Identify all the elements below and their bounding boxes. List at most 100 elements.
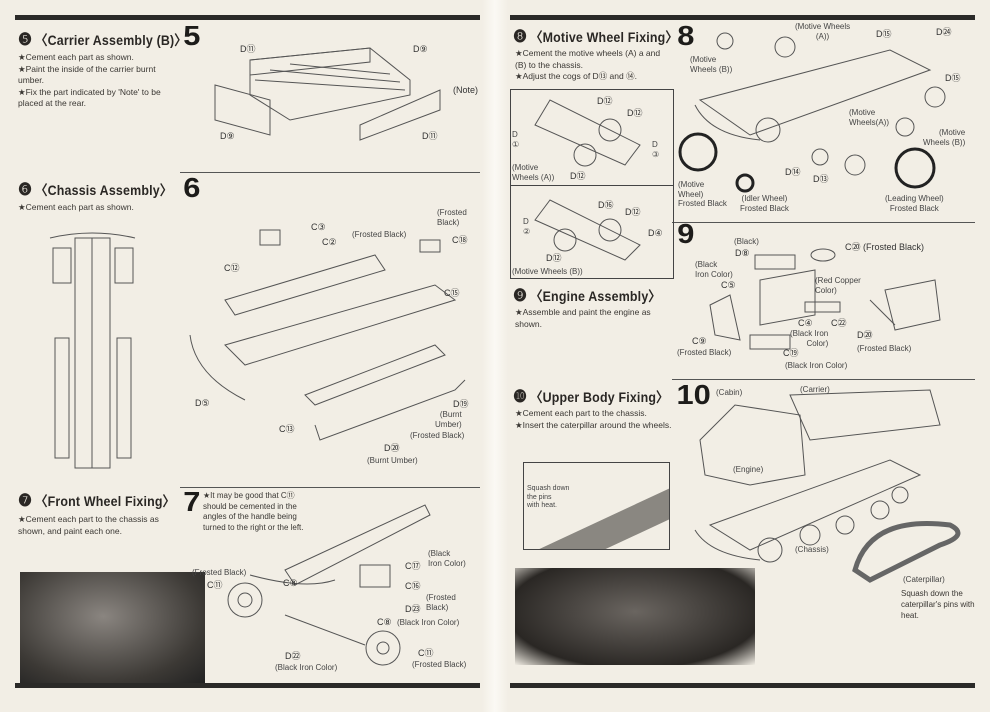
callout: D⑳ bbox=[384, 443, 400, 453]
note: ★Insert the caterpillar around the wheel… bbox=[515, 419, 672, 430]
step-title: 〈Motive Wheel Fixing〉 bbox=[529, 30, 679, 45]
note: ★Paint the inside of the carrier burnt u… bbox=[18, 63, 156, 86]
step8-notes: ★Cement the motive wheels (A) a and (B) … bbox=[515, 48, 673, 83]
callout: D⑨ bbox=[413, 44, 428, 54]
step5-notes: ★Cement each part as shown. ★Paint the i… bbox=[18, 52, 168, 110]
callout: (Black Iron Color) bbox=[397, 618, 460, 627]
divider bbox=[180, 487, 480, 488]
callout: C③ bbox=[311, 222, 326, 232]
motive-wheel-insets bbox=[510, 89, 674, 279]
step5-heading: ❺〈Carrier Assembly (B)〉 bbox=[18, 29, 187, 50]
callout: D⑫ bbox=[597, 96, 613, 106]
callout: (Motive Wheels(A)) bbox=[849, 108, 890, 127]
note: ★Adjust the cogs of D⑬ and ⑭. bbox=[515, 71, 637, 81]
callout: (Motive Wheels (B)) bbox=[690, 55, 733, 74]
callout: (Leading Wheel) Frosted Black bbox=[885, 194, 944, 213]
page-gutter bbox=[482, 0, 508, 712]
callout: (Chassis) bbox=[795, 545, 829, 554]
chassis-topview-drawing bbox=[49, 232, 136, 469]
callout: C⑳ (Frosted Black) bbox=[845, 242, 925, 252]
step7-heading: ❼〈Front Wheel Fixing〉 bbox=[18, 490, 175, 511]
step-number: ❻ bbox=[18, 180, 33, 199]
note: ★Cement the motive wheels (A) a and (B) … bbox=[515, 48, 661, 70]
callout: C⑪ bbox=[418, 648, 434, 658]
callout: C⑯ bbox=[405, 581, 421, 591]
callout: (Engine) bbox=[733, 465, 764, 474]
step-title: 〈Chassis Assembly〉 bbox=[34, 183, 173, 198]
note: ★Cement each part as shown. bbox=[18, 202, 134, 212]
callout: (Cabin) bbox=[716, 388, 743, 397]
callout: (Caterpillar) bbox=[903, 575, 945, 584]
callout: (Black Iron Color) bbox=[785, 361, 848, 370]
callout: D⑫ bbox=[627, 108, 643, 118]
callout: D⑯ bbox=[598, 200, 614, 210]
callout: D⑧ bbox=[735, 248, 750, 258]
callout: C⑬ bbox=[279, 424, 295, 434]
divider bbox=[180, 172, 480, 173]
step-number: ❽ bbox=[513, 27, 528, 46]
note: ★Fix the part indicated by 'Note' to be … bbox=[18, 86, 161, 109]
finished-model-photo bbox=[515, 568, 755, 665]
step9-heading: ❾〈Engine Assembly〉 bbox=[513, 285, 661, 306]
callout: (Motive Wheel) Frosted Black bbox=[678, 180, 727, 208]
chassis-drawing bbox=[189, 229, 466, 441]
top-bar-right bbox=[510, 15, 975, 20]
callout: (Red Copper Color) bbox=[815, 276, 861, 295]
bottom-bar-right bbox=[510, 683, 975, 688]
front-wheel-drawing bbox=[227, 504, 431, 666]
callout: (Motive Wheels (B)) bbox=[923, 128, 966, 147]
callout: D⑭ bbox=[785, 167, 801, 177]
callout: (Frosted Black) bbox=[437, 208, 467, 227]
divider bbox=[672, 222, 975, 223]
callout: D⑫ bbox=[625, 207, 641, 217]
step6-heading: ❻〈Chassis Assembly〉 bbox=[18, 179, 172, 200]
callout: (Idler Wheel) Frosted Black bbox=[740, 194, 789, 213]
step7-tip: ★It may be good that C⑪ should be cement… bbox=[203, 491, 304, 532]
callout: C⑨ bbox=[692, 336, 707, 346]
callout: C⑧ bbox=[283, 578, 298, 588]
step-number: ❺ bbox=[18, 30, 33, 49]
callout: D⑮ bbox=[945, 73, 961, 83]
callout: D ① bbox=[512, 130, 520, 149]
callout: C⑮ bbox=[444, 288, 460, 298]
callout: (Motive Wheels (B)) bbox=[512, 267, 583, 276]
callout: D⑬ bbox=[813, 174, 829, 184]
callout: (Black Iron Color) bbox=[428, 549, 466, 568]
chassis-underside-photo bbox=[20, 572, 205, 683]
heat-squash-inset: Squash down the pins with heat. bbox=[523, 462, 670, 550]
note: ★Cement each part to the chassis. bbox=[515, 408, 647, 418]
callout: D⑪ bbox=[422, 131, 438, 141]
callout: (Frosted Black) bbox=[677, 348, 732, 357]
step-number-large: 7 bbox=[183, 486, 201, 517]
callout: D⑤ bbox=[195, 398, 210, 408]
caterpillar-note: Squash down the caterpillar's pins with … bbox=[901, 589, 975, 620]
step-number-large: 9 bbox=[677, 218, 695, 249]
inset-caption: Squash down the pins with heat. bbox=[527, 485, 570, 509]
callout: (Black Iron Color) bbox=[790, 329, 829, 348]
callout: (Motive Wheels (A)) bbox=[795, 22, 851, 41]
callout: C⑧ bbox=[377, 617, 392, 627]
callout: (Frosted Black) bbox=[352, 230, 407, 239]
note: ★Cement each part as shown. bbox=[18, 52, 134, 62]
step10-notes: ★Cement each part to the chassis. ★Inser… bbox=[515, 408, 677, 431]
callout: D⑲ bbox=[453, 399, 469, 409]
callout: D㉒ bbox=[285, 651, 301, 661]
step6-notes: ★Cement each part as shown. bbox=[18, 202, 168, 214]
callout: (Burnt Umber) bbox=[367, 456, 418, 465]
callout: (Carrier) bbox=[800, 385, 830, 394]
divider bbox=[672, 379, 975, 380]
callout: C⑫ bbox=[224, 263, 240, 273]
upper-body-drawing bbox=[694, 389, 961, 583]
step-title: 〈Engine Assembly〉 bbox=[529, 289, 662, 304]
callout: D ③ bbox=[652, 140, 660, 159]
callout: D⑨ bbox=[220, 131, 235, 141]
callout: D㉔ bbox=[936, 27, 952, 37]
callout: C④ bbox=[798, 318, 813, 328]
callout: (Burnt Umber) bbox=[435, 410, 462, 429]
callout: (Frosted Black) bbox=[426, 593, 456, 612]
bottom-bar-left bbox=[15, 683, 480, 688]
step-number-large: 8 bbox=[677, 20, 695, 51]
step-title: 〈Carrier Assembly (B)〉 bbox=[34, 33, 187, 48]
callout: D④ bbox=[648, 228, 663, 238]
callout: (Black) bbox=[734, 237, 759, 246]
